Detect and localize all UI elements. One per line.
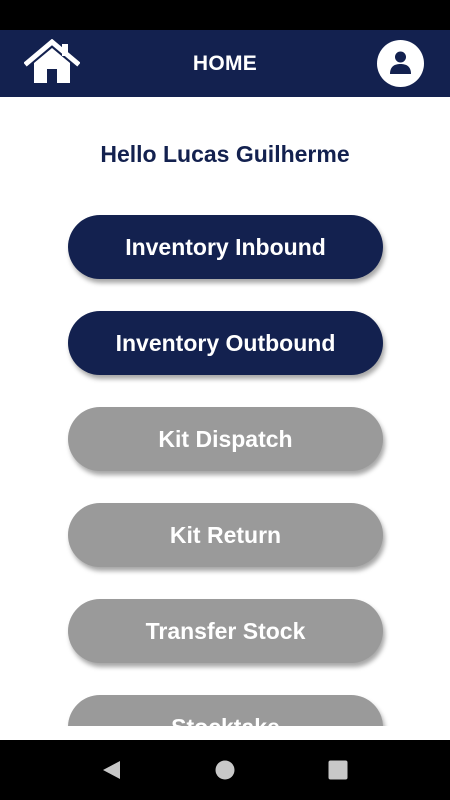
back-triangle-icon[interactable] [100,758,124,782]
system-navigation-bar [0,740,450,800]
stocktake-button[interactable]: Stocktake [68,695,383,726]
transfer-stock-button[interactable]: Transfer Stock [68,599,383,663]
home-circle-icon[interactable] [213,758,237,782]
kit-dispatch-button[interactable]: Kit Dispatch [68,407,383,471]
inventory-outbound-button[interactable]: Inventory Outbound [68,311,383,375]
page-title: HOME [192,52,258,75]
user-icon [390,51,411,74]
greeting-text: Hello Lucas Guilherme [100,141,350,167]
kit-return-button[interactable]: Kit Return [68,503,383,567]
main-content: Hello Lucas Guilherme Inventory Inbound … [0,97,450,726]
status-bar [0,0,450,30]
inventory-inbound-button[interactable]: Inventory Inbound [68,215,383,279]
recents-square-icon[interactable] [326,758,350,782]
app-bar: HOME [0,30,450,97]
profile-button[interactable] [377,40,424,87]
home-icon[interactable] [23,38,81,85]
